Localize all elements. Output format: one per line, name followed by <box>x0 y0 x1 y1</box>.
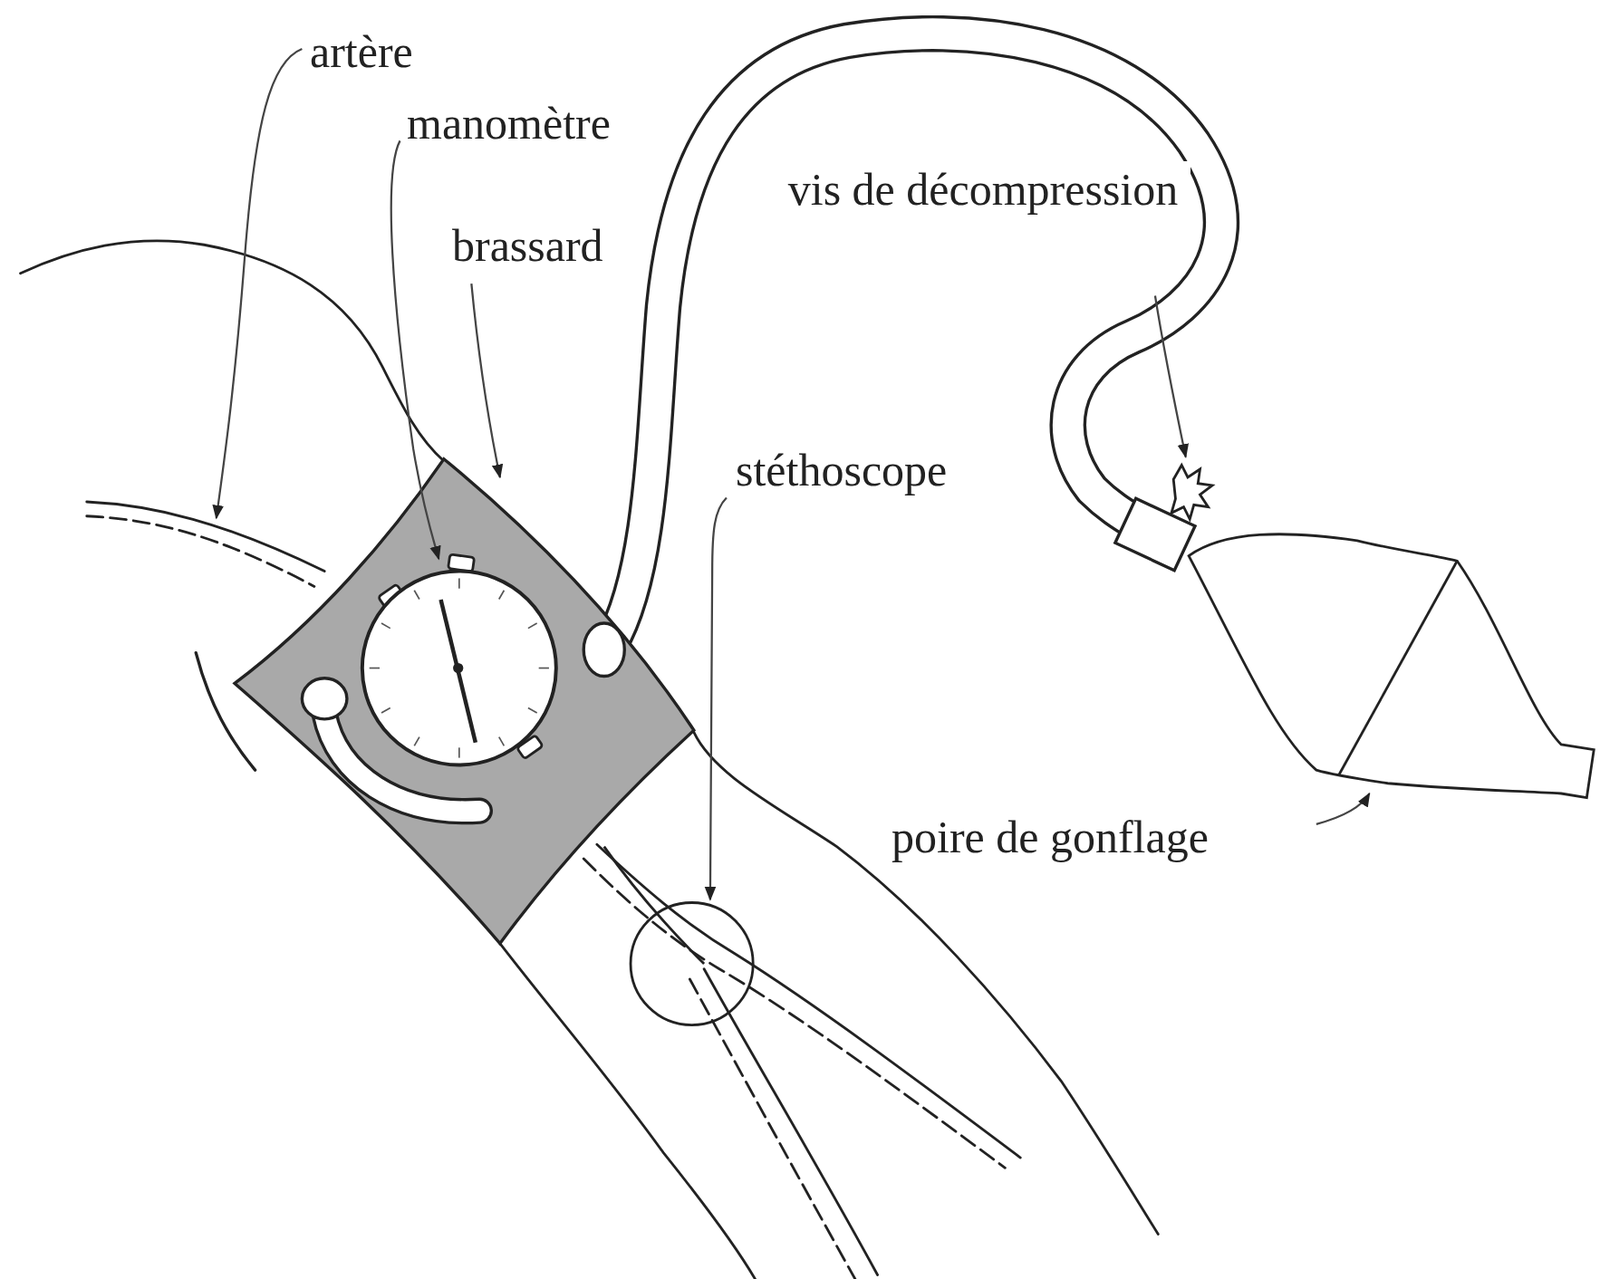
gauge-tick <box>369 667 380 670</box>
leader-line <box>391 140 440 560</box>
gauge-tick <box>458 747 461 758</box>
part-label: vis de décompression <box>775 161 1191 219</box>
gauge-pivot <box>453 663 463 674</box>
leader-line <box>710 497 727 900</box>
part-label: manomètre <box>403 95 615 153</box>
leader-line <box>216 48 303 519</box>
rubber-tube <box>610 33 1222 645</box>
gauge-dial <box>362 571 557 766</box>
artery <box>689 979 855 1279</box>
stethoscope-tube <box>604 847 704 964</box>
valve-body <box>1115 498 1196 570</box>
pressure-gauge <box>362 554 557 766</box>
bulb-outline <box>1188 534 1594 799</box>
release-screw <box>1171 464 1213 520</box>
gauge-tick <box>499 737 505 747</box>
arm-outline <box>693 732 1158 1234</box>
gauge-tick <box>414 737 420 747</box>
stethoscope <box>604 847 753 1026</box>
arm-edge <box>195 653 255 771</box>
gauge-tick <box>381 707 391 714</box>
rubber-tube <box>610 33 1222 645</box>
stethoscope-chestpiece <box>630 903 753 1026</box>
arm-outline <box>20 240 444 462</box>
inflation-bulb <box>1115 464 1594 798</box>
gauge-ticks <box>369 578 550 758</box>
part-label: artère <box>306 23 417 81</box>
cuff-connector <box>301 678 347 720</box>
artery <box>597 844 1021 1158</box>
gauge-needle <box>441 599 476 743</box>
part-label: brassard <box>448 217 608 275</box>
gauge-tick <box>528 707 538 714</box>
gauge-tick <box>499 590 505 600</box>
gauge-tick <box>458 578 461 588</box>
gauge-tick <box>414 590 420 600</box>
leader-line <box>1155 296 1186 458</box>
gauge-knob <box>448 554 475 572</box>
gauge-tick <box>539 667 550 670</box>
tube-connector <box>583 623 625 677</box>
artery <box>86 516 315 588</box>
part-label: poire de gonflage <box>887 809 1213 867</box>
bulb-seam <box>1339 560 1458 775</box>
part-label: stéthoscope <box>732 442 951 500</box>
cuff <box>234 459 694 945</box>
artery <box>86 501 325 572</box>
gauge-tick <box>381 623 391 629</box>
artery <box>583 858 1005 1168</box>
leader-line <box>471 283 501 478</box>
artery <box>703 969 878 1276</box>
leader-line <box>1316 793 1370 825</box>
gauge-tick <box>528 623 538 629</box>
